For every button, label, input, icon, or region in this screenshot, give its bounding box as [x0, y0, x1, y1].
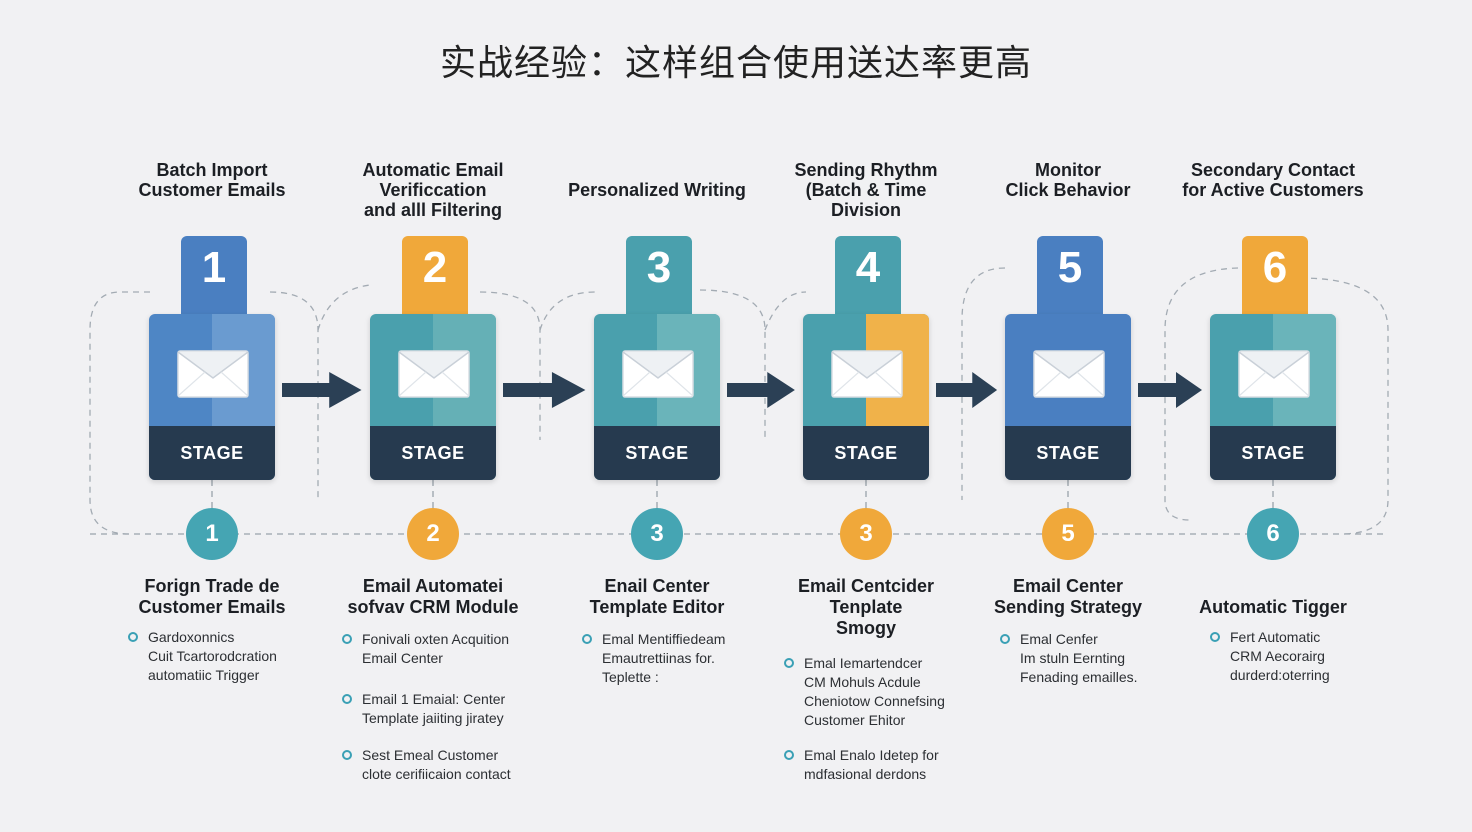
frame-2-top	[317, 284, 371, 331]
frame-right	[1299, 277, 1389, 535]
stage-5-card-body: STAGE	[1005, 314, 1131, 480]
bullet-text: Email 1 Emaial: Center Template jaiiting…	[362, 691, 506, 726]
bullet-dot-icon	[342, 634, 352, 644]
stage-2-label: Automatic Email Verificcation and alll F…	[362, 160, 504, 220]
stage-2-stage-caption: STAGE	[370, 426, 496, 480]
bullet-text: Emal Enalo Idetep for mdfasional derdons	[804, 747, 939, 782]
envelope-icon	[1238, 350, 1310, 398]
bullet-dot-icon	[1210, 632, 1220, 642]
step-5-bullet-1: Emal Cenfer Im stuln Eernting Fenading e…	[1000, 630, 1138, 687]
stage-6-number-tab: 6	[1242, 236, 1308, 322]
step-4-bullet-2: Emal Enalo Idetep for mdfasional derdons	[784, 746, 939, 784]
stage-4-label: Sending Rhythm (Batch & Time Division	[794, 160, 938, 220]
bullet-dot-icon	[582, 634, 592, 644]
step-6-bullet-1: Fert Automatic CRM Aecorairg durderd:ote…	[1210, 628, 1330, 685]
step-3-circle: 3	[631, 508, 683, 560]
bullet-dot-icon	[342, 694, 352, 704]
frame-3-top	[539, 291, 596, 331]
stage-3-number-tab: 3	[626, 236, 692, 322]
bullet-text: Emal Mentiffiedeam Emautrettiinas for. T…	[602, 631, 726, 685]
arrow-right-icon	[936, 372, 998, 408]
bullet-text: Fert Automatic CRM Aecorairg durderd:ote…	[1230, 629, 1330, 683]
step-4-circle: 3	[840, 508, 892, 560]
step-4-tool-title: Email Centcider Tenplate Smogy	[797, 576, 935, 638]
frame-3-4	[699, 289, 766, 440]
bullet-dot-icon	[128, 632, 138, 642]
envelope-icon	[398, 350, 470, 398]
stage-5-stage-caption: STAGE	[1005, 426, 1131, 480]
page-title: 实战经验：这样组合使用送达率更高	[439, 43, 1032, 84]
step-3-bullet-1: Emal Mentiffiedeam Emautrettiinas for. T…	[582, 630, 725, 687]
arrow-right-icon	[503, 372, 586, 408]
frame-5-6	[1164, 267, 1239, 521]
stage-6-card-body: STAGE	[1210, 314, 1336, 480]
stage-3-label: Personalized Writing	[568, 180, 746, 200]
stage-1-label: Batch Import Customer Emails	[138, 160, 286, 200]
step-1-bullet-1: Gardoxonnics Cuit Tcartorodcration autom…	[128, 628, 277, 685]
arrow-right-icon	[727, 372, 795, 408]
bullet-text: Gardoxonnics Cuit Tcartorodcration autom…	[148, 629, 277, 683]
step-3-tool-title: Enail Center Template Editor	[589, 576, 725, 617]
step-5-tool-title: Email Center Sending Strategy	[993, 576, 1143, 617]
bullet-dot-icon	[1000, 634, 1010, 644]
envelope-icon	[622, 350, 694, 398]
step-2-bullet-3: Sest Emeal Customer clote cerifiicaion c…	[342, 746, 511, 784]
bullet-dot-icon	[784, 658, 794, 668]
stage-2-number-tab: 2	[402, 236, 468, 322]
stage-6-label: Secondary Contact for Active Customers	[1182, 160, 1364, 200]
stage-6-stage-caption: STAGE	[1210, 426, 1336, 480]
stage-5-label: Monitor Click Behavior	[1005, 160, 1131, 200]
step-6-tool-title: Automatic Tigger	[1199, 597, 1347, 617]
step-4-bullet-1: Emal Iemartendcer CM Mohuls Acdule Cheni…	[784, 654, 945, 730]
step-2-bullet-1: Fonivali oxten Acquition Email Center	[342, 630, 509, 668]
stage-4-stage-caption: STAGE	[803, 426, 929, 480]
bullet-text: Sest Emeal Customer clote cerifiicaion c…	[362, 747, 511, 782]
envelope-icon	[1033, 350, 1105, 398]
bullet-dot-icon	[342, 750, 352, 760]
step-6-circle: 6	[1247, 508, 1299, 560]
step-2-circle: 2	[407, 508, 459, 560]
bullet-text: Fonivali oxten Acquition Email Center	[362, 631, 510, 666]
step-2-tool-title: Email Automatei sofvav CRM Module	[347, 576, 519, 617]
bullet-text: Emal Iemartendcer CM Mohuls Acdule Cheni…	[804, 655, 945, 728]
envelope-icon	[831, 350, 903, 398]
bullet-dot-icon	[784, 750, 794, 760]
arrow-right-icon	[282, 372, 362, 408]
stage-4-number-tab: 4	[835, 236, 901, 322]
stage-3-stage-caption: STAGE	[594, 426, 720, 480]
stage-1-card-body: STAGE	[149, 314, 275, 480]
stage-1-stage-caption: STAGE	[149, 426, 275, 480]
frame-4-top	[764, 291, 807, 331]
stage-4-card-body: STAGE	[803, 314, 929, 480]
bullet-text: Emal Cenfer Im stuln Eernting Fenading e…	[1020, 631, 1138, 685]
stage-1-number-tab: 1	[181, 236, 247, 322]
stage-5-number-tab: 5	[1037, 236, 1103, 322]
step-1-circle: 1	[186, 508, 238, 560]
frame-left	[89, 291, 150, 535]
stage-3-card-body: STAGE	[594, 314, 720, 480]
step-2-bullet-2: Email 1 Emaial: Center Template jaiiting…	[342, 690, 505, 728]
stage-2-card-body: STAGE	[370, 314, 496, 480]
step-1-tool-title: Forign Trade de Customer Emails	[138, 576, 286, 617]
envelope-icon	[177, 350, 249, 398]
arrow-right-icon	[1138, 372, 1202, 408]
step-5-circle: 5	[1042, 508, 1094, 560]
